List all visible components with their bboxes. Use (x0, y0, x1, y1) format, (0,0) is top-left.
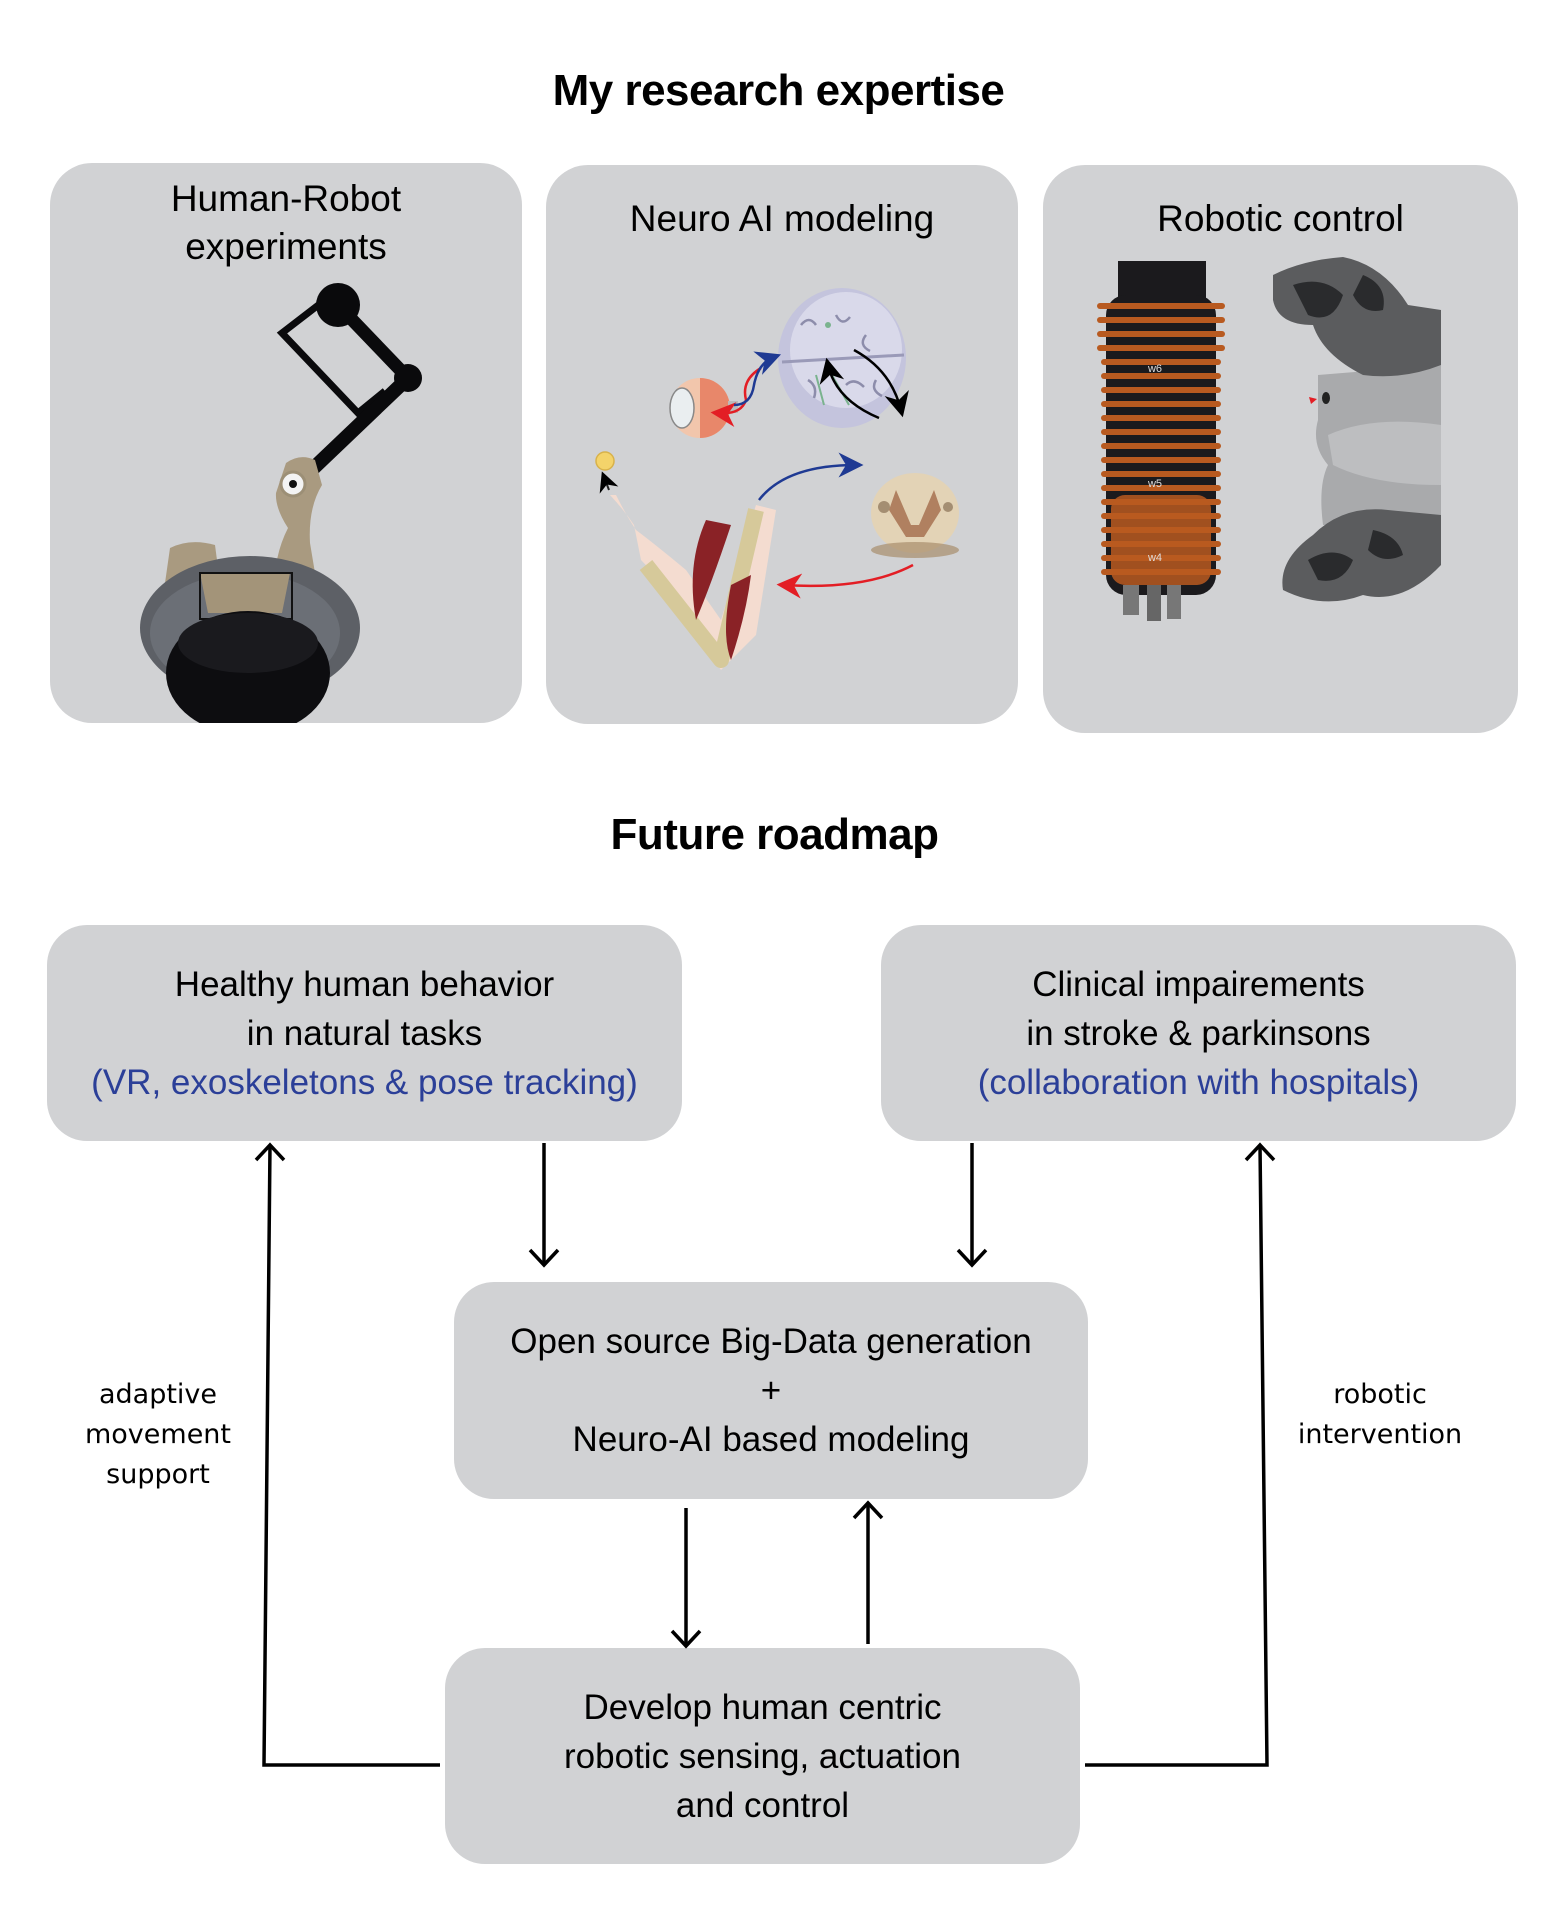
box-note-hospitals: (collaboration with hospitals) (977, 1062, 1420, 1102)
spinal-cord-icon (871, 473, 959, 558)
label-robotic-intervention: robotic intervention (1280, 1375, 1480, 1455)
panel-title-line-1: Human-Robot (170, 178, 402, 219)
box-line: Healthy human behavior (174, 964, 555, 1004)
panel-title-human-robot: Human-Robot experiments (50, 175, 522, 271)
box-robotic-development: Develop human centric robotic sensing, a… (445, 1648, 1080, 1864)
box-note-vr-exoskeletons: (VR, exoskeletons & pose tracking) (91, 1062, 638, 1102)
blue-arrow-arm-to-spine (758, 452, 864, 501)
robot-ring (1101, 485, 1221, 491)
robot-ring (1101, 359, 1221, 365)
panel-title-line-2: experiments (185, 226, 387, 267)
robot-ring (1101, 401, 1221, 407)
red-arrow-spine-to-arm (776, 563, 914, 599)
robot-manipulandum-icon (276, 283, 422, 487)
robot-ring (1097, 345, 1225, 351)
box-line: Open source Big-Data generation (510, 1322, 1032, 1361)
robot-ring (1101, 415, 1221, 421)
segment-label-w6: w6 (1147, 363, 1162, 375)
box-big-data-modeling: Open source Big-Data generation + Neuro-… (454, 1282, 1088, 1499)
label-line: movement (84, 1419, 232, 1450)
segment-label-w5: w5 (1147, 478, 1162, 490)
robot-ring (1101, 443, 1221, 449)
human-robot-illustration (140, 283, 422, 723)
target-dot-icon (595, 451, 619, 494)
robot-ring (1101, 387, 1221, 393)
panel-title-line-1: Neuro AI modeling (629, 198, 935, 239)
segment-label-w4: w4 (1147, 552, 1162, 564)
black-arrow-spine-to-brain (819, 357, 880, 420)
arm-anatomy-icon (610, 495, 776, 670)
arrow-clinical-to-bigdata (956, 1143, 988, 1268)
box-clinical-impairments: Clinical impairements in stroke & parkin… (881, 925, 1516, 1141)
label-line: adaptive (98, 1379, 218, 1410)
label-line: robotic (1333, 1379, 1427, 1410)
panel-title-robotic-control: Robotic control (1043, 195, 1518, 243)
arrow-bigdata-to-robotics (670, 1508, 702, 1649)
title-research-expertise: My research expertise (552, 66, 1005, 115)
label-adaptive-movement-support: adaptive movement support (58, 1375, 258, 1495)
box-line: and control (675, 1785, 850, 1825)
arrow-robotics-to-clinical (1085, 1142, 1276, 1767)
robot-lower-segment (1111, 495, 1211, 585)
person-top-view-icon (140, 457, 360, 723)
panel-neuro-ai-modeling: Neuro AI modeling (546, 165, 1018, 724)
panel-robotic-control: Robotic control w6 w5 w4 (1043, 165, 1518, 733)
robot-ring (1101, 429, 1221, 435)
arrow-robotics-to-bigdata (852, 1500, 884, 1644)
label-line: support (106, 1459, 210, 1490)
panel-human-robot-experiments: Human-Robot experiments (50, 163, 522, 723)
box-plus: + (760, 1371, 782, 1410)
box-line: Neuro-AI based modeling (572, 1420, 970, 1459)
box-line: Develop human centric (583, 1687, 942, 1727)
robot-ring (1097, 317, 1225, 323)
panel-title-line-1: Robotic control (1157, 198, 1404, 239)
panel-title-neuro-ai: Neuro AI modeling (546, 195, 1018, 243)
arrow-healthy-to-bigdata (528, 1143, 560, 1268)
label-line: intervention (1297, 1419, 1463, 1450)
title-future-roadmap: Future roadmap (610, 810, 939, 859)
robot-ring (1101, 471, 1221, 477)
box-line: robotic sensing, actuation (564, 1736, 961, 1776)
blue-arrow-eye-to-brain (733, 351, 782, 407)
box-healthy-behavior: Healthy human behavior in natural tasks … (47, 925, 682, 1141)
box-line: Clinical impairements (1032, 964, 1365, 1004)
robotic-control-illustration: w6 w5 w4 (1097, 257, 1441, 621)
box-line: in natural tasks (246, 1013, 483, 1053)
robot-ring (1097, 303, 1225, 309)
depth-map-icon (1273, 257, 1441, 602)
black-arrow-brain-to-spine (853, 348, 909, 418)
neuro-ai-illustration (595, 288, 959, 670)
soft-robot-arm-icon: w6 w5 w4 (1097, 261, 1225, 621)
box-line: in stroke & parkinsons (1026, 1013, 1371, 1053)
robot-ring (1101, 373, 1221, 379)
robot-ring (1097, 331, 1225, 337)
robot-ring (1101, 457, 1221, 463)
arrow-robotics-to-healthy (254, 1142, 440, 1767)
